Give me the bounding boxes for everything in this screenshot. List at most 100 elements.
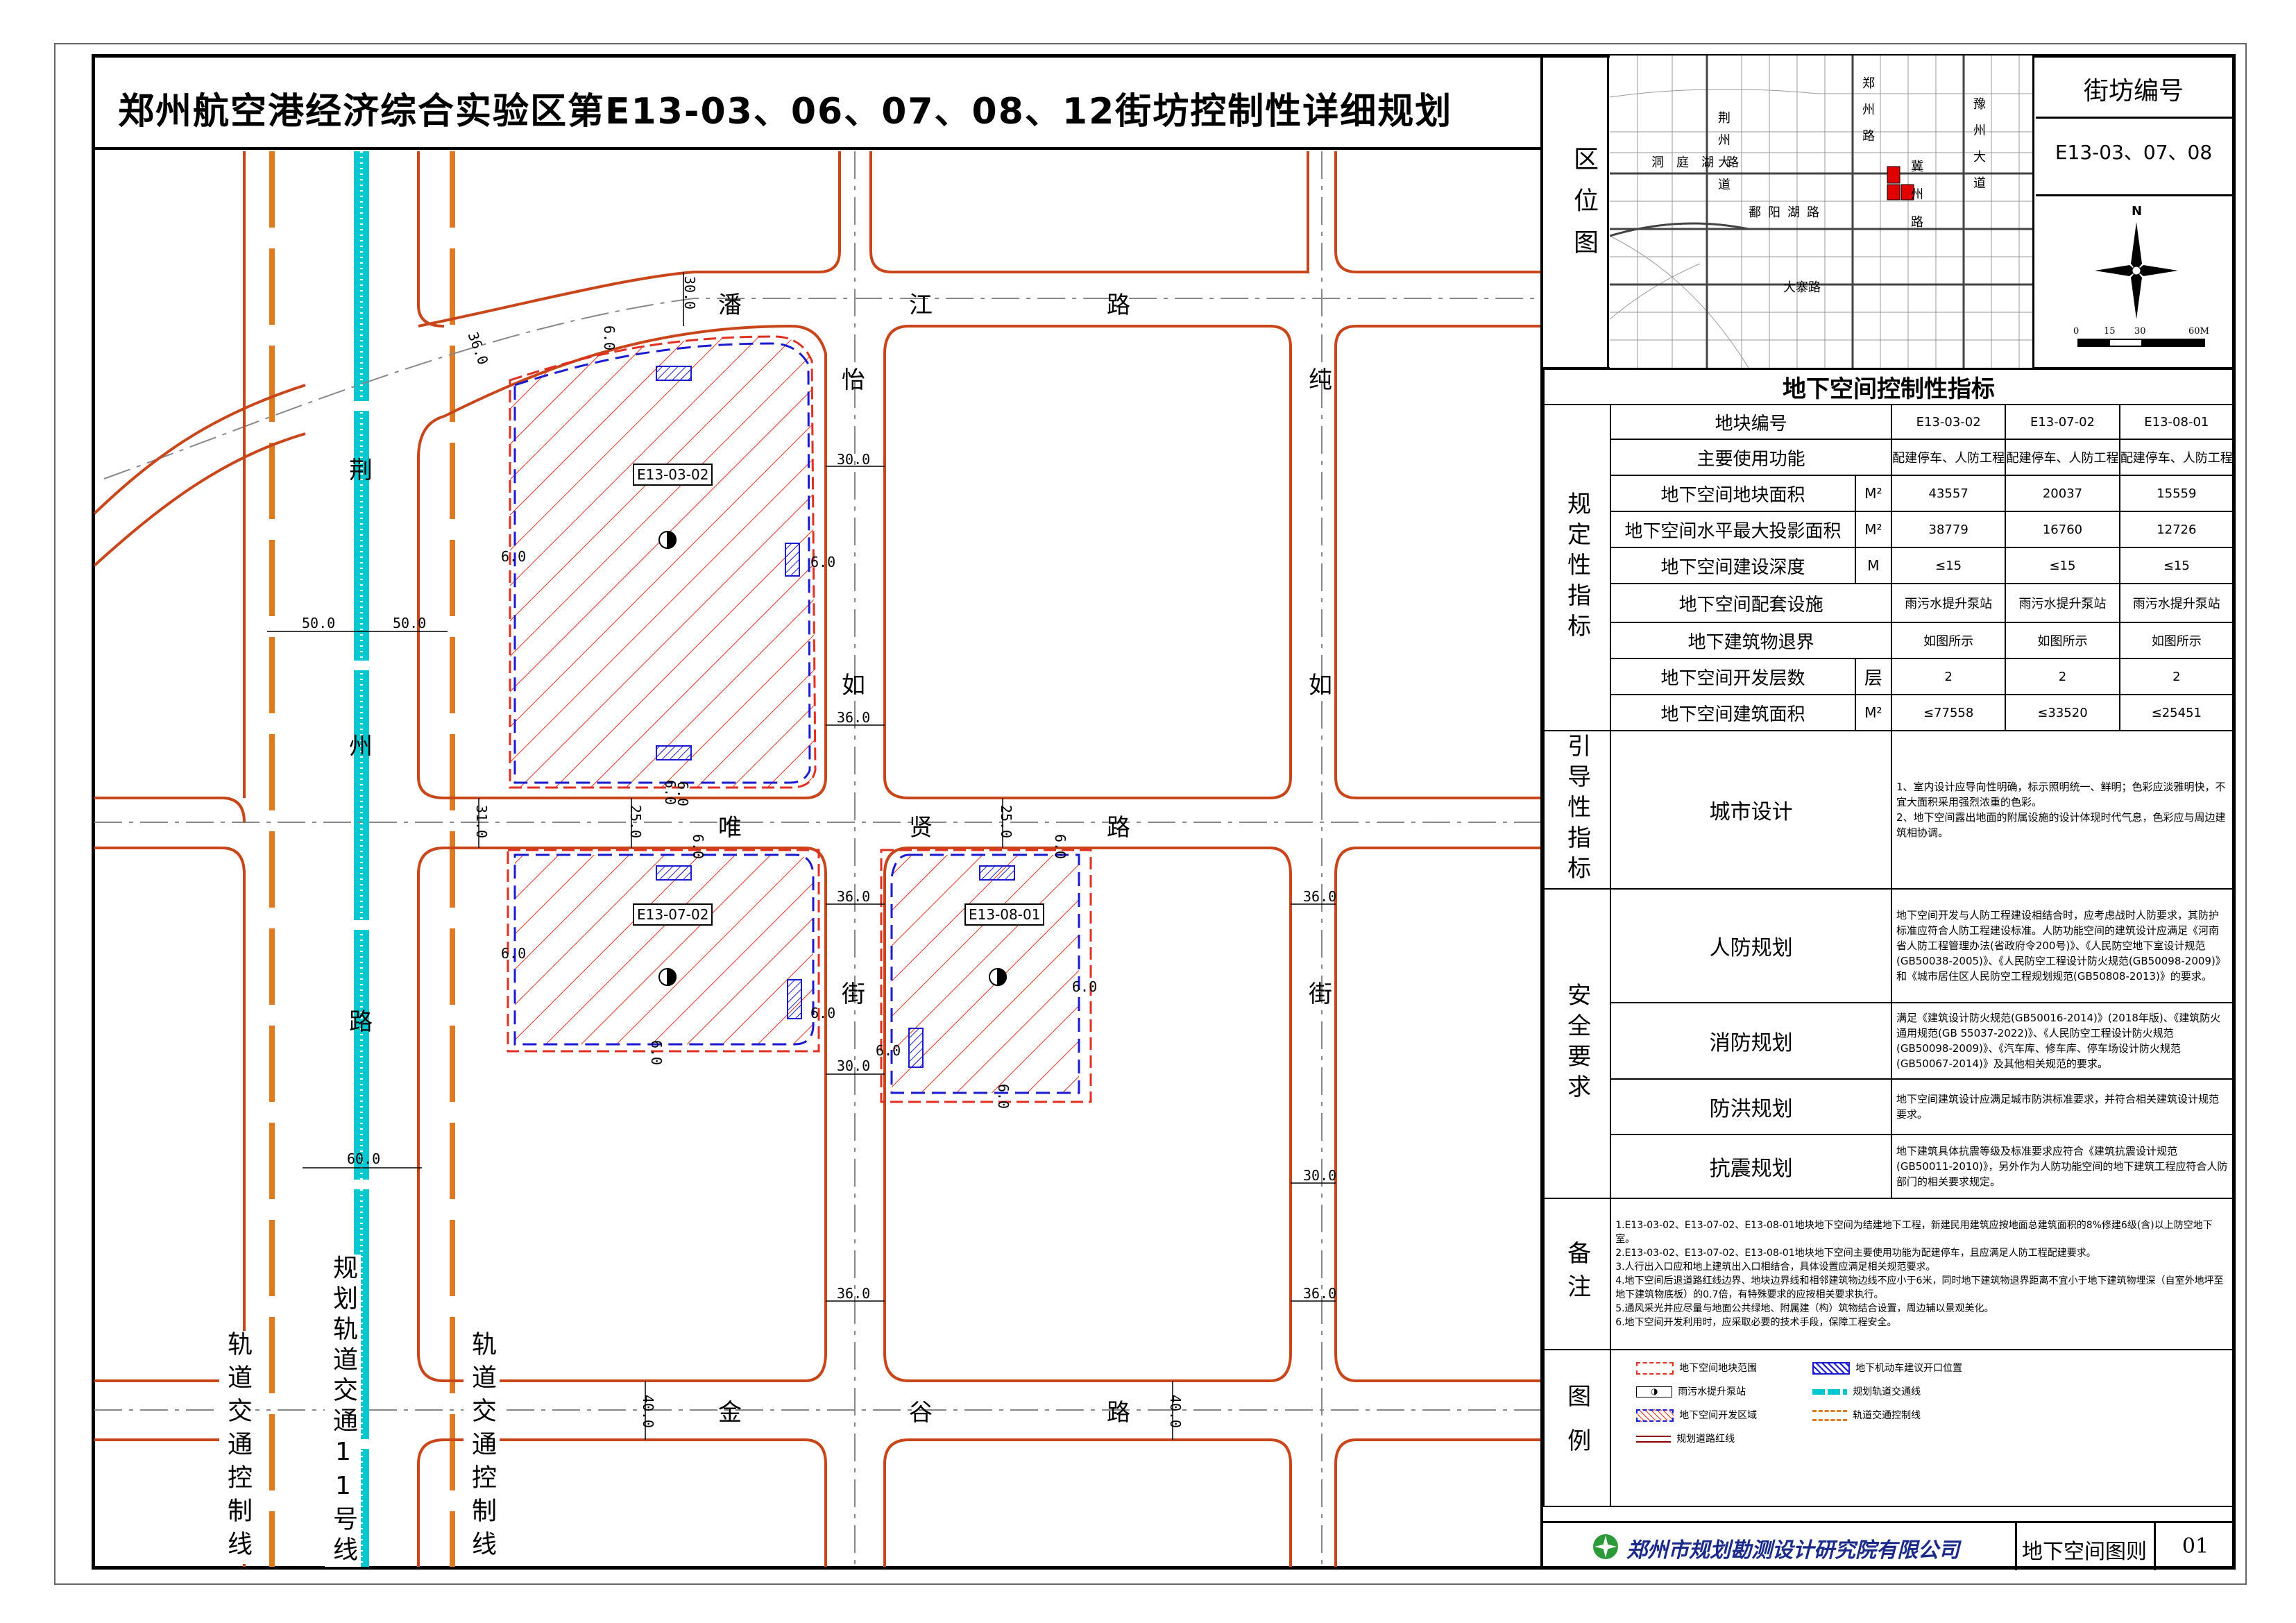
rail-line-label: 规划轨道交通11号线 — [325, 1255, 361, 1567]
row-value: 雨污水提升泵站 — [2005, 583, 2120, 623]
location-section: 区位图 洞庭湖路 鄱 — [1543, 56, 2234, 369]
road-label-weixian-1: 唯 — [718, 814, 742, 842]
row-value: 雨污水提升泵站 — [2118, 583, 2235, 623]
row-name: 地下空间水平最大投影面积 — [1610, 511, 1856, 548]
loc-road-jizhou: 冀州路 — [1909, 160, 1923, 243]
setback-12: 6.0 — [995, 1083, 1012, 1110]
note-1: 1.E13-03-02、E13-07-02、E13-08-01地块地下空间为结建… — [1615, 1220, 2213, 1245]
pump-stations — [658, 530, 1007, 987]
rail-control-label-left: 轨道交通控制线 — [219, 1331, 255, 1564]
legend-item: 地下机动车建议开口位置 — [1812, 1361, 1962, 1375]
dim-yiru-mid: 36.0 — [837, 709, 871, 726]
safety-text: 地下空间开发与人防工程建设相结合时，应考虑战时人防要求，其防护标准应符合人防工程… — [1890, 888, 2235, 1003]
row-name: 地下建筑物退界 — [1610, 622, 1892, 659]
row-value: 如图所示 — [2118, 622, 2235, 659]
row-value: 如图所示 — [2005, 622, 2120, 659]
setback-1: 6.0 — [601, 325, 618, 351]
section-safety: 安全要求 — [1542, 888, 1612, 1199]
row-name: 地下空间建筑面积 — [1610, 694, 1856, 731]
table-header: 地下空间控制性指标 — [1543, 368, 2234, 405]
dim-weixian-w: 31.0 — [473, 804, 491, 839]
plot-label-E13-08-01: E13-08-01 — [964, 903, 1045, 926]
dim-yiru-lower: 36.0 — [837, 888, 871, 905]
legend-item: 规划轨道交通线 — [1812, 1384, 1921, 1398]
loc-road-poyang: 鄱阳湖路 — [1749, 205, 1826, 220]
setback-3: 6.0 — [810, 554, 836, 570]
urban-design-text: 1、室内设计应导向性明确，标示照明统一、鲜明；色彩应淡雅明快，不宜大面积采用强烈… — [1890, 730, 2235, 890]
row-unit: 层 — [1854, 658, 1892, 695]
scale-15: 15 — [2104, 326, 2116, 337]
row-value: 如图所示 — [1890, 622, 2007, 659]
legend-item: 轨道交通控制线 — [1812, 1408, 1921, 1422]
section-notes: 备注 — [1542, 1198, 1612, 1350]
rail-control-lines — [269, 151, 455, 1567]
outer-border — [54, 43, 2247, 1585]
location-map-box: 洞庭湖路 鄱阳湖路 大寨路 荆州大道 郑州路 冀州路 豫州大道 — [1610, 56, 2034, 368]
road-label-jingu-2: 谷 — [909, 1399, 933, 1427]
dim-chunru-30: 30.0 — [1303, 1167, 1337, 1184]
setback-11: 6.0 — [876, 1042, 901, 1059]
footer-divider-1 — [2015, 1523, 2017, 1570]
road-label-yiru-2: 如 — [842, 672, 865, 699]
location-map-graphic — [1610, 56, 2032, 368]
row-value: 38779 — [1890, 511, 2007, 548]
footer-divider-2 — [2154, 1523, 2156, 1570]
row-name: 地下空间开发层数 — [1610, 658, 1856, 695]
dim-jingzhou-left: 50.0 — [302, 615, 336, 631]
loc-road-jingzhou: 荆州大道 — [1716, 111, 1730, 200]
drawing-name: 地下空间图则 — [2022, 1540, 2147, 1564]
scale-60: 60M — [2188, 326, 2209, 337]
row-value: 20037 — [2005, 475, 2120, 512]
row-value: 16760 — [2005, 511, 2120, 548]
road-label-jingu-1: 金 — [718, 1399, 742, 1427]
setback-9: 6.0 — [1052, 833, 1069, 860]
location-map-label: 区位图 — [1570, 146, 1598, 271]
title-bar: 郑州航空港经济综合实验区第E13-03、06、07、08、12街坊控制性详细规划 — [93, 56, 1540, 150]
legend-item: 地下空间地块范围 — [1636, 1361, 1757, 1375]
row-value: 2 — [2118, 658, 2235, 695]
dim-yiru-bottom: 36.0 — [837, 1285, 871, 1302]
urban-design-label: 城市设计 — [1610, 730, 1892, 890]
plot-E13-03-02-area — [509, 335, 817, 789]
row-value: 12726 — [2118, 511, 2235, 548]
page-title: 郑州航空港经济综合实验区第E13-03、06、07、08、12街坊控制性详细规划 — [118, 91, 1453, 133]
location-map-divider — [1607, 56, 1609, 369]
north-label: N — [2132, 204, 2143, 219]
dim-chunru-lower: 36.0 — [1303, 888, 1337, 905]
dim-weixian-e: 25.0 — [998, 804, 1015, 839]
plot-E13-07-02-area — [507, 849, 820, 1053]
row-value: 配建停车、人防工程 — [2118, 439, 2235, 476]
row-unit: M² — [1854, 511, 1892, 548]
safety-text: 地下建筑具体抗震等级及标准要求应符合《建筑抗震设计规范(GB50011-2010… — [1890, 1134, 2235, 1199]
row-name: 地下空间建设深度 — [1610, 547, 1856, 584]
plot-col-3: E13-08-01 — [2118, 404, 2235, 440]
block-number-header: 街坊编号 — [2083, 77, 2184, 105]
loc-road-dongting: 洞庭湖路 — [1651, 155, 1751, 170]
row-value: ≤15 — [2005, 547, 2120, 584]
road-label-jingzhou-2: 州 — [349, 733, 373, 760]
block-number-divider-1 — [2036, 117, 2234, 119]
scale-0: 0 — [2073, 326, 2080, 337]
row-value: 2 — [1890, 658, 2007, 695]
legend-item: 地下空间开发区域 — [1636, 1408, 1757, 1422]
road-label-chunru-1: 纯 — [1309, 366, 1332, 394]
road-label-weixian-2: 贤 — [909, 814, 933, 842]
north-arrow — [2095, 222, 2178, 319]
legend-item: ◑雨污水提升泵站 — [1636, 1384, 1746, 1398]
dim-jingu-e: 40.0 — [1167, 1394, 1184, 1429]
road-label-jingzhou-3: 路 — [349, 1008, 373, 1036]
row-name: 地下空间地块面积 — [1610, 475, 1856, 512]
plot-label-E13-07-02: E13-07-02 — [633, 903, 713, 926]
road-label-yiru-3: 街 — [842, 980, 865, 1008]
road-label-weixian-3: 路 — [1107, 814, 1130, 842]
block-number-divider-2 — [2036, 194, 2234, 196]
plot-label-E13-03-02: E13-03-02 — [633, 464, 713, 486]
row-name: 地下空间配套设施 — [1610, 583, 1892, 623]
dim-jingzhou-60: 60.0 — [347, 1150, 381, 1167]
scale-bar — [2077, 339, 2205, 347]
row-value: 配建停车、人防工程 — [1890, 439, 2007, 476]
setback-6: 6.0 — [501, 945, 527, 962]
company-logo — [1590, 1531, 1621, 1562]
road-label-panjiang-3: 路 — [1107, 291, 1130, 319]
safety-name: 防洪规划 — [1610, 1078, 1892, 1135]
